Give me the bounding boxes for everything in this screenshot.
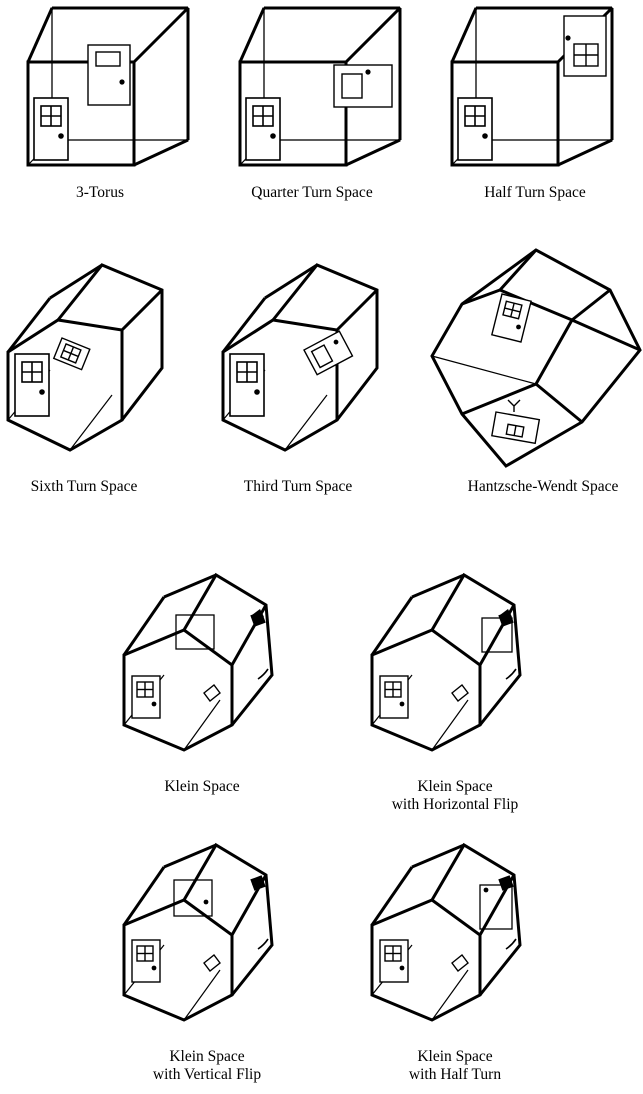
label-line: 3-Torus — [20, 184, 180, 202]
label-line: Klein Space — [122, 1048, 292, 1066]
label-klein-space-horizontal-flip: Klein Space with Horizontal Flip — [370, 778, 540, 814]
label-klein-space: Klein Space — [122, 778, 282, 796]
klein-space-horizontal-flip-diagram — [372, 575, 520, 750]
label-third-turn-space: Third Turn Space — [218, 478, 378, 496]
label-hantzsche-wendt-space: Hantzsche-Wendt Space — [450, 478, 636, 496]
label-line: Klein Space — [122, 778, 282, 796]
label-line: Sixth Turn Space — [4, 478, 164, 496]
klein-space-vertical-flip-diagram — [124, 845, 272, 1020]
label-klein-space-vertical-flip: Klein Space with Vertical Flip — [122, 1048, 292, 1084]
label-half-turn-space: Half Turn Space — [450, 184, 620, 202]
label-line: Half Turn Space — [450, 184, 620, 202]
quarter-turn-space-diagram — [240, 8, 400, 165]
label-line: Klein Space — [370, 1048, 540, 1066]
sixth-turn-space-diagram — [8, 265, 162, 450]
label-3-torus: 3-Torus — [20, 184, 180, 202]
label-klein-space-half-turn: Klein Space with Half Turn — [370, 1048, 540, 1084]
label-line: with Horizontal Flip — [370, 796, 540, 814]
label-line: Third Turn Space — [218, 478, 378, 496]
hantzsche-wendt-space-diagram — [432, 250, 640, 466]
label-sixth-turn-space: Sixth Turn Space — [4, 478, 164, 496]
label-line: Quarter Turn Space — [222, 184, 402, 202]
half-turn-space-diagram — [452, 8, 612, 165]
label-line: with Half Turn — [370, 1066, 540, 1084]
label-quarter-turn-space: Quarter Turn Space — [222, 184, 402, 202]
3-torus-diagram — [28, 8, 188, 165]
third-turn-space-diagram — [223, 265, 377, 450]
klein-space-diagram — [124, 575, 272, 750]
label-line: Klein Space — [370, 778, 540, 796]
klein-space-half-turn-diagram — [372, 845, 520, 1020]
label-line: with Vertical Flip — [122, 1066, 292, 1084]
label-line: Hantzsche-Wendt Space — [450, 478, 636, 496]
